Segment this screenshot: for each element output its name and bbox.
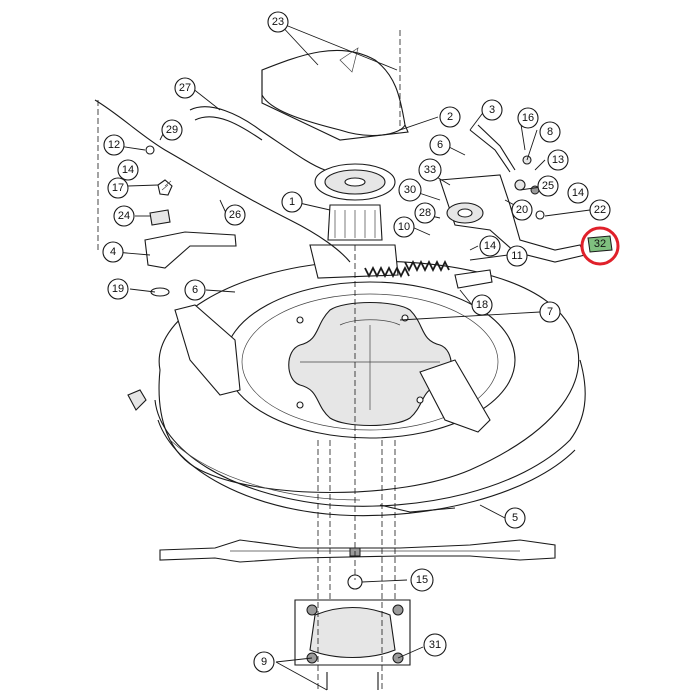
callout-13[interactable]: 13 [547, 149, 569, 171]
belt-cover [261, 47, 409, 141]
centerlines [97, 30, 401, 690]
svg-text:6: 6 [437, 139, 443, 151]
callout-22[interactable]: 22 [589, 199, 611, 221]
svg-text:5: 5 [512, 512, 518, 524]
springs [364, 259, 493, 289]
svg-text:19: 19 [112, 283, 124, 295]
svg-text:16: 16 [522, 112, 534, 124]
svg-text:15: 15 [416, 574, 428, 586]
svg-text:26: 26 [229, 209, 241, 221]
callout-6-mid[interactable]: 6 [184, 279, 206, 301]
callout-7[interactable]: 7 [539, 301, 561, 323]
svg-text:20: 20 [516, 204, 528, 216]
callout-10[interactable]: 10 [393, 216, 415, 238]
callout-8[interactable]: 8 [539, 121, 561, 143]
svg-text:6: 6 [192, 284, 198, 296]
callout-23[interactable]: 23 [267, 11, 289, 33]
pulley [309, 163, 399, 279]
callout-33[interactable]: 33 [418, 158, 442, 182]
svg-text:32: 32 [594, 238, 606, 250]
callout-31[interactable]: 31 [423, 633, 447, 657]
callout-2[interactable]: 2 [439, 106, 461, 128]
callout-30[interactable]: 30 [398, 178, 422, 202]
callout-11[interactable]: 11 [506, 245, 528, 267]
svg-text:2: 2 [447, 111, 453, 123]
svg-text:23: 23 [272, 16, 284, 28]
svg-text:8: 8 [547, 126, 553, 138]
svg-text:18: 18 [476, 299, 488, 311]
svg-text:7: 7 [547, 306, 553, 318]
deck-housing [154, 260, 586, 517]
callout-29[interactable]: 29 [161, 119, 183, 141]
svg-text:14: 14 [122, 164, 134, 176]
callout-28[interactable]: 28 [414, 202, 436, 224]
svg-text:30: 30 [404, 184, 416, 196]
svg-text:10: 10 [398, 221, 410, 233]
svg-text:3: 3 [489, 104, 495, 116]
highlighted-part-32[interactable]: 32 [580, 226, 620, 266]
blade-adapter [294, 599, 411, 690]
svg-text:33: 33 [424, 164, 436, 176]
callout-1[interactable]: 1 [281, 191, 303, 213]
callout-14-mid[interactable]: 14 [479, 235, 501, 257]
svg-text:25: 25 [542, 180, 554, 192]
callout-15[interactable]: 15 [410, 568, 434, 592]
callout-19[interactable]: 19 [107, 278, 129, 300]
svg-text:11: 11 [511, 250, 522, 262]
svg-text:29: 29 [166, 124, 178, 136]
callout-3[interactable]: 3 [481, 99, 503, 121]
blade [159, 539, 556, 590]
svg-text:24: 24 [118, 210, 130, 222]
callout-20[interactable]: 20 [511, 199, 533, 221]
svg-text:22: 22 [594, 204, 606, 216]
svg-text:14: 14 [572, 187, 584, 199]
svg-text:31: 31 [429, 639, 441, 651]
callout-9[interactable]: 9 [253, 651, 275, 673]
svg-text:9: 9 [261, 656, 267, 668]
callout-24[interactable]: 24 [113, 205, 135, 227]
callout-4[interactable]: 4 [102, 241, 124, 263]
callout-27[interactable]: 27 [174, 77, 196, 99]
svg-text:4: 4 [110, 246, 116, 258]
callout-18[interactable]: 18 [471, 294, 493, 316]
svg-text:1: 1 [289, 196, 295, 208]
callout-25[interactable]: 25 [537, 175, 559, 197]
svg-text:27: 27 [179, 82, 191, 94]
callout-6-top[interactable]: 6 [429, 134, 451, 156]
callouts: 23 27 2 3 16 8 29 12 6 13 33 25 14 14 17… [102, 11, 611, 673]
left-hardware [127, 145, 237, 411]
control-cable [94, 99, 351, 263]
svg-text:12: 12 [108, 139, 120, 151]
callout-14-right[interactable]: 14 [567, 182, 589, 204]
callout-12[interactable]: 12 [103, 134, 125, 156]
svg-text:14: 14 [484, 240, 496, 252]
callout-14-left[interactable]: 14 [117, 159, 139, 181]
callout-26[interactable]: 26 [224, 204, 246, 226]
svg-text:28: 28 [419, 207, 431, 219]
callout-17[interactable]: 17 [107, 177, 129, 199]
callout-16[interactable]: 16 [517, 107, 539, 129]
callout-5[interactable]: 5 [504, 507, 526, 529]
svg-text:13: 13 [552, 154, 564, 166]
svg-text:17: 17 [112, 182, 124, 194]
